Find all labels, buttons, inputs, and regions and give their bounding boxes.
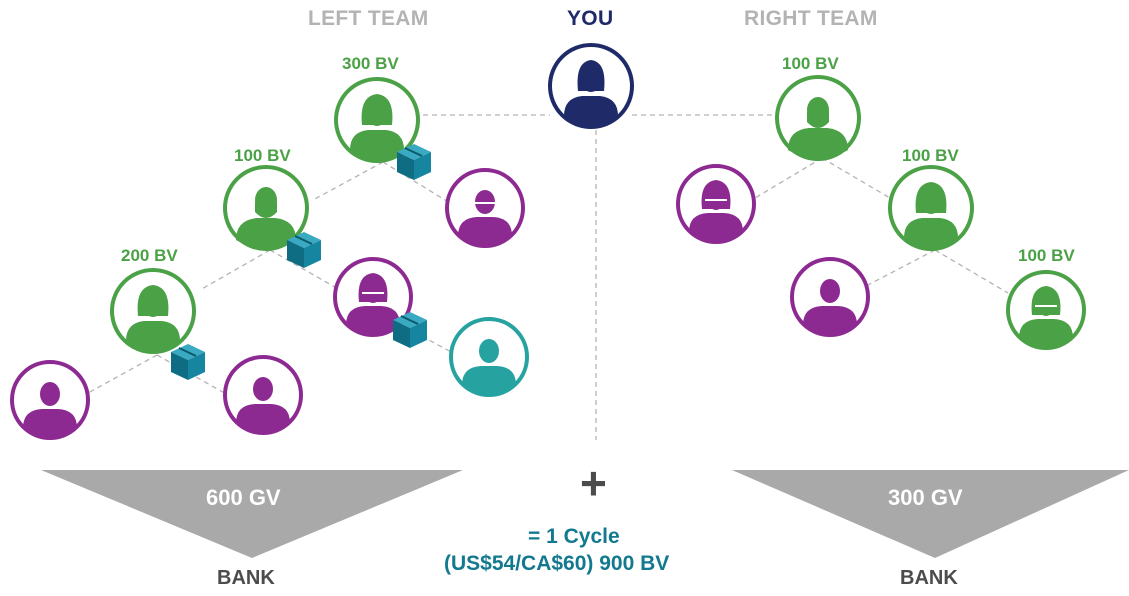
you-header: YOU bbox=[567, 7, 614, 30]
left-teal-avatar bbox=[449, 317, 529, 397]
left-top-bv-label: 300 BV bbox=[342, 54, 399, 73]
cycle-line-1: = 1 Cycle bbox=[528, 525, 620, 548]
right-bank-triangle bbox=[732, 470, 1129, 558]
right-purple-avatar-2 bbox=[790, 257, 870, 337]
left-mid-bv-label: 100 BV bbox=[234, 146, 291, 165]
left-purple-avatar-4 bbox=[223, 355, 303, 435]
right-purple-avatar-1 bbox=[676, 164, 756, 244]
left-top-avatar bbox=[334, 77, 420, 163]
left-purple-avatar-2 bbox=[333, 257, 413, 337]
left-bank-triangle bbox=[41, 470, 463, 558]
plus-sign: + bbox=[580, 457, 607, 509]
left-low-avatar bbox=[110, 268, 196, 354]
right-top-bv-label: 100 BV bbox=[782, 54, 839, 73]
cycle-line-2: (US$54/CA$60) 900 BV bbox=[444, 552, 670, 575]
right-low-avatar bbox=[1006, 270, 1086, 350]
right-mid-bv-label: 100 BV bbox=[902, 146, 959, 165]
you-avatar bbox=[548, 43, 634, 129]
left-bank-label: BANK bbox=[217, 567, 275, 589]
right-team-header: RIGHT TEAM bbox=[744, 7, 878, 30]
right-mid-avatar bbox=[888, 165, 974, 251]
left-team-header: LEFT TEAM bbox=[308, 7, 429, 30]
right-bank-label: BANK bbox=[900, 567, 958, 589]
left-low-bv-label: 200 BV bbox=[121, 246, 178, 265]
product-box-icon-3 bbox=[170, 343, 206, 381]
right-low-bv-label: 100 BV bbox=[1018, 246, 1075, 265]
right-top-avatar bbox=[775, 75, 861, 161]
left-purple-avatar-3 bbox=[10, 360, 90, 440]
left-bank-gv: 600 GV bbox=[206, 485, 281, 510]
left-purple-avatar-1 bbox=[445, 168, 525, 248]
left-mid-avatar bbox=[223, 165, 309, 251]
connector-lines bbox=[87, 114, 1009, 440]
right-bank-gv: 300 GV bbox=[888, 485, 963, 510]
